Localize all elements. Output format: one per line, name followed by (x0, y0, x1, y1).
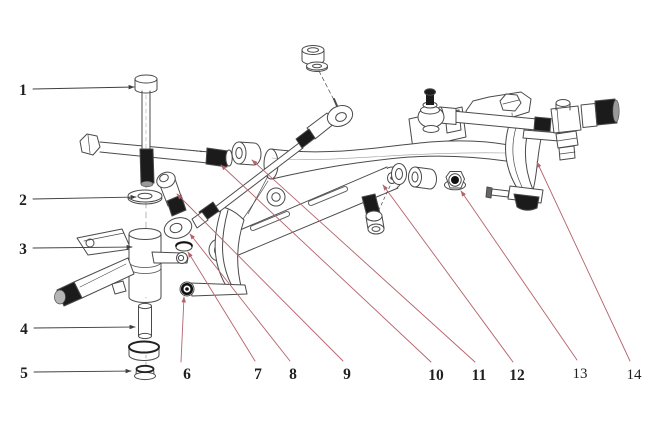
locknut-drawing (134, 364, 156, 381)
callout-number-9: 9 (343, 366, 351, 383)
bushing-drawing (408, 166, 437, 190)
callout-line-10 (220, 164, 432, 363)
callout-line-6 (180, 296, 186, 363)
small-washer-drawing (175, 241, 193, 252)
callout-line-13 (460, 190, 578, 361)
spacer-drawing (138, 302, 152, 340)
callout-number-1: 1 (19, 82, 27, 99)
bearing-washer-drawing (128, 340, 160, 361)
flange-nut-drawing (444, 171, 466, 191)
callout-number-13: 13 (573, 366, 588, 382)
pivot-bolt-drawing (361, 185, 391, 235)
callout-number-10: 10 (428, 367, 444, 384)
callout-number-5: 5 (20, 365, 28, 382)
callout-number-2: 2 (19, 192, 27, 209)
callout-number-3: 3 (19, 241, 27, 258)
callout-line-2 (32, 194, 137, 200)
callout-line-12 (382, 184, 514, 363)
callout-number-11: 11 (472, 367, 487, 384)
callout-line-8 (189, 233, 291, 362)
tie-rod-link-drawing (163, 45, 354, 239)
washer-drawing (391, 163, 407, 185)
callout-line-5 (33, 368, 132, 374)
callout-number-6: 6 (183, 366, 191, 383)
hex-bolt-drawing (79, 133, 233, 168)
callout-line-9 (176, 193, 344, 362)
callout-line-7 (187, 251, 256, 362)
callout-line-14 (536, 161, 631, 362)
steering-link-drawing (179, 281, 248, 297)
pivot-bracket-drawing (214, 175, 269, 291)
tie-rod-end-drawing (417, 88, 582, 161)
kingpin-washer-drawing (127, 189, 163, 205)
grip-tube-drawing (580, 98, 620, 128)
callout-number-4: 4 (20, 321, 28, 338)
callout-line-4 (33, 324, 136, 330)
callout-number-14: 14 (627, 367, 643, 383)
callout-number-12: 12 (509, 367, 525, 384)
callout-number-8: 8 (289, 366, 297, 383)
callout-line-1 (32, 84, 135, 90)
callout-number-7: 7 (254, 366, 262, 383)
bushing-left-drawing (231, 141, 262, 166)
axle-beam-drawing (263, 140, 515, 207)
spindle-assembly-drawing (54, 91, 189, 383)
callout-line-11 (251, 159, 476, 363)
cap-bolt-drawing (156, 171, 187, 217)
kingpin-bolt-drawing (134, 74, 158, 188)
callout-line-3 (32, 244, 133, 250)
